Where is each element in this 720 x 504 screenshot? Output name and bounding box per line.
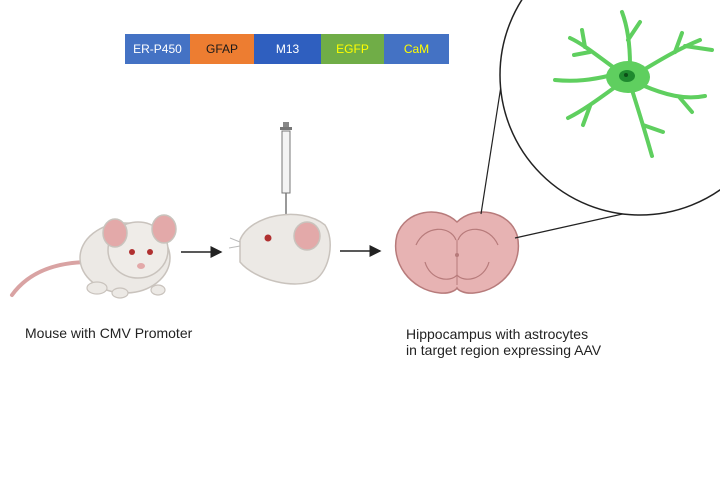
mouse-head-icon: [228, 213, 331, 285]
zoom-circle: [499, 0, 720, 216]
segment-egfp: EGFP: [321, 34, 384, 64]
hippocampus-caption-line-2: in target region expressing AAV: [406, 342, 602, 358]
segment-m13: M13: [254, 34, 321, 64]
syringe-icon: [280, 122, 292, 226]
mouse-icon: [10, 214, 177, 299]
hippocampus-caption-line-1: Hippocampus with astrocytes: [406, 326, 589, 342]
zoom-line-lower: [514, 210, 637, 239]
mouse-caption: Mouse with CMV Promoter: [25, 325, 193, 341]
segment-er-p450: ER-P450: [125, 34, 190, 64]
brain-slice-icon: [394, 211, 520, 294]
zoom-line-upper: [480, 85, 502, 215]
segment-cam: CaM: [384, 34, 449, 64]
astrocyte-nucleolus: [624, 73, 628, 77]
segment-gfap: GFAP: [190, 34, 254, 64]
